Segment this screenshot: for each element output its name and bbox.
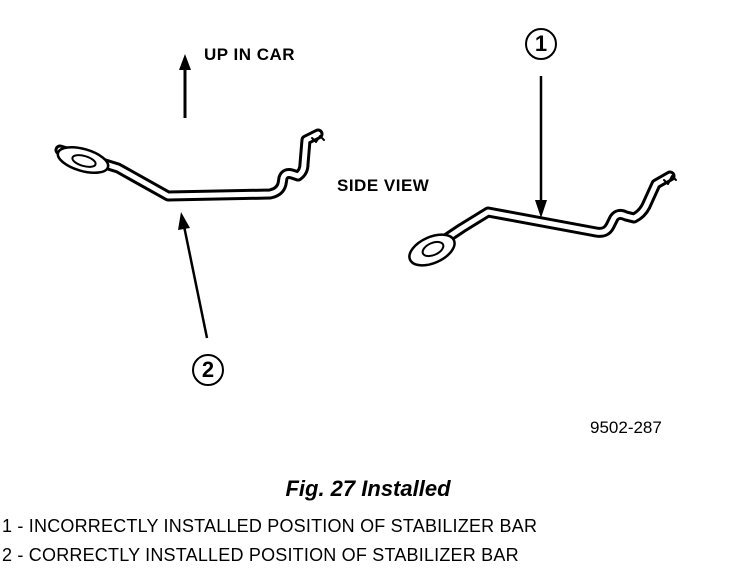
stabilizer-bar-correct — [54, 128, 325, 202]
figure-number: 9502-287 — [590, 418, 662, 437]
side-view-label: SIDE VIEW — [337, 176, 430, 195]
up-arrow — [179, 54, 191, 118]
callout-1: 1 — [525, 28, 557, 60]
callout-2: 2 — [192, 354, 224, 386]
leader-arrow-2 — [178, 212, 209, 339]
stabilizer-bar-incorrect — [408, 170, 677, 267]
up-in-car-label: UP IN CAR — [204, 45, 296, 64]
leader-arrow-1 — [535, 76, 547, 218]
legend-item-1: 1 - INCORRECTLY INSTALLED POSITION OF ST… — [2, 516, 538, 536]
figure-caption: Fig. 27 Installed — [285, 476, 451, 501]
legend-item-2: 2 - CORRECTLY INSTALLED POSITION OF STAB… — [2, 545, 519, 565]
